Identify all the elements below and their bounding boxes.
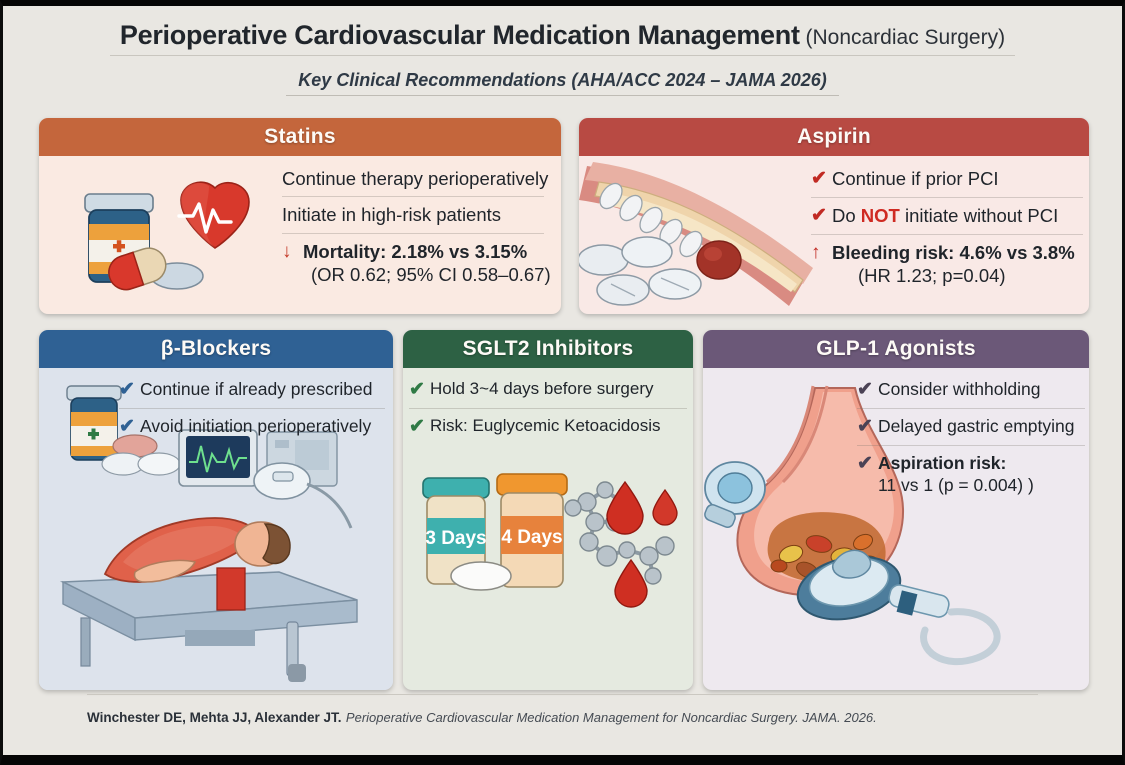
card-sglt2-title: SGLT2 Inhibitors bbox=[462, 337, 634, 360]
stomach-with-food-and-anesthesia-mask-icon bbox=[703, 368, 1089, 690]
footer-citation: Winchester DE, Mehta JJ, Alexander JT. P… bbox=[87, 694, 1038, 727]
list-item: ✔ Continue if already prescribed bbox=[119, 372, 385, 408]
card-glp1-body: ✔ Consider withholding ✔ Delayed gastric… bbox=[703, 368, 1089, 690]
card-sglt2-lines: ✔ Hold 3~4 days before surgery ✔ Risk: E… bbox=[409, 372, 687, 445]
card-glp1-lines: ✔ Consider withholding ✔ Delayed gastric… bbox=[857, 372, 1085, 502]
list-item: Initiate in high-risk patients bbox=[282, 196, 544, 232]
card-beta-blockers-lines: ✔ Continue if already prescribed ✔ Avoid… bbox=[119, 372, 385, 445]
glp1-stat-detail: 11 vs 1 (p = 0.004) ) bbox=[878, 474, 1034, 495]
statins-line-1: Continue therapy perioperatively bbox=[282, 168, 549, 189]
cards-row-bottom: β-Blockers ✔ Continue if already prescri… bbox=[39, 330, 1089, 690]
check-icon: ✔ bbox=[119, 379, 135, 400]
aspirin-line-2-post: initiate without PCI bbox=[899, 204, 1059, 226]
statins-line-2: Initiate in high-risk patients bbox=[282, 204, 502, 226]
card-statins-header: Statins bbox=[39, 118, 561, 156]
beta-line-2: Avoid initiation perioperatively bbox=[140, 415, 372, 436]
aspirin-line-1: Continue if prior PCI bbox=[832, 168, 999, 189]
page-title-main: Perioperative Cardiovascular Medication … bbox=[119, 20, 800, 50]
card-beta-blockers[interactable]: β-Blockers ✔ Continue if already prescri… bbox=[39, 330, 393, 690]
glp1-line-2: Delayed gastric emptying bbox=[878, 415, 1075, 436]
stented-artery-with-tablets-icon bbox=[579, 156, 819, 314]
poster-header: Perioperative Cardiovascular Medication … bbox=[3, 6, 1122, 96]
list-item: Continue therapy perioperatively bbox=[282, 161, 548, 196]
check-icon: ✔ bbox=[811, 168, 827, 189]
card-statins-lines: Continue therapy perioperatively Initiat… bbox=[282, 161, 551, 293]
bottle-right-label: 4 Days bbox=[501, 527, 562, 548]
up-arrow-icon: ↑ bbox=[811, 241, 821, 263]
check-icon: ✔ bbox=[857, 415, 873, 437]
check-icon: ✔ bbox=[409, 379, 425, 400]
aspirin-line-2-emphasis: NOT bbox=[860, 204, 900, 226]
list-item: ✔ Hold 3~4 days before surgery bbox=[409, 372, 687, 408]
check-icon: ✔ bbox=[857, 452, 873, 474]
aspirin-stat: Bleeding risk: 4.6% vs 3.8% bbox=[832, 241, 1075, 263]
card-sglt2-body: ✔ Hold 3~4 days before surgery ✔ Risk: E… bbox=[403, 368, 693, 690]
operating-room-patient-monitor-icon bbox=[39, 368, 393, 690]
card-statins-title: Statins bbox=[264, 125, 336, 148]
bottle-left-label: 3 Days bbox=[425, 528, 486, 549]
list-item: ✔ Risk: Euglycemic Ketoacidosis bbox=[409, 407, 687, 445]
list-item: ✔ Aspiration risk: 11 vs 1 (p = 0.004) ) bbox=[857, 444, 1085, 502]
glp1-stat: Aspiration risk: bbox=[878, 452, 1007, 473]
card-aspirin-lines: ✔ Continue if prior PCI ✔ Do NOT initiat… bbox=[811, 161, 1083, 293]
aspirin-line-2-pre: Do bbox=[832, 204, 861, 226]
card-aspirin-body: ✔ Continue if prior PCI ✔ Do NOT initiat… bbox=[579, 156, 1089, 314]
card-aspirin-title: Aspirin bbox=[797, 125, 871, 148]
card-sglt2-header: SGLT2 Inhibitors bbox=[403, 330, 693, 368]
cards-row-top: Statins bbox=[39, 118, 1089, 314]
check-icon: ✔ bbox=[857, 379, 873, 400]
card-glp1[interactable]: GLP-1 Agonists bbox=[703, 330, 1089, 690]
two-pill-bottles-molecule-blood-drops-icon: 3 Days 4 Days bbox=[409, 464, 687, 634]
page-subtitle: Key Clinical Recommendations (AHA/ACC 20… bbox=[286, 70, 839, 96]
page-title: Perioperative Cardiovascular Medication … bbox=[109, 20, 1016, 56]
list-item: ↓ Mortality: 2.18% vs 3.15% (OR 0.62; 95… bbox=[282, 232, 551, 293]
card-glp1-header: GLP-1 Agonists bbox=[703, 330, 1089, 368]
sglt2-line-1: Hold 3~4 days before surgery bbox=[430, 379, 654, 398]
card-beta-blockers-title: β-Blockers bbox=[160, 337, 272, 360]
list-item: ✔ Continue if prior PCI bbox=[811, 161, 1083, 197]
statins-stat: Mortality: 2.18% vs 3.15% bbox=[303, 240, 528, 262]
check-icon: ✔ bbox=[119, 415, 135, 437]
check-icon: ✔ bbox=[811, 204, 827, 226]
card-sglt2[interactable]: SGLT2 Inhibitors ✔ Hold 3~4 days before … bbox=[403, 330, 693, 690]
list-item: ✔ Do NOT initiate without PCI bbox=[811, 196, 1083, 234]
citation-title: Perioperative Cardiovascular Medication … bbox=[345, 710, 877, 725]
card-statins-body: Continue therapy perioperatively Initiat… bbox=[39, 156, 561, 314]
citation-authors: Winchester DE, Mehta JJ, Alexander JT. bbox=[87, 710, 342, 725]
statins-stat-detail: (OR 0.62; 95% CI 0.58–0.67) bbox=[311, 263, 551, 285]
check-icon: ✔ bbox=[409, 415, 425, 437]
aspirin-stat-detail: (HR 1.23; p=0.04) bbox=[858, 264, 1006, 286]
sglt2-line-2: Risk: Euglycemic Ketoacidosis bbox=[430, 415, 661, 435]
glp1-line-1: Consider withholding bbox=[878, 379, 1041, 399]
card-aspirin-header: Aspirin bbox=[579, 118, 1089, 156]
subtitle-wrap: Key Clinical Recommendations (AHA/ACC 20… bbox=[3, 70, 1122, 96]
page-title-qualifier: (Noncardiac Surgery) bbox=[799, 26, 1006, 49]
beta-line-1: Continue if already prescribed bbox=[140, 379, 373, 399]
list-item: ✔ Delayed gastric emptying bbox=[857, 407, 1085, 445]
list-item: ✔ Avoid initiation perioperatively bbox=[119, 407, 385, 445]
list-item: ↑ Bleeding risk: 4.6% vs 3.8% (HR 1.23; … bbox=[811, 233, 1083, 294]
card-statins[interactable]: Statins bbox=[39, 118, 561, 314]
card-beta-blockers-body: ✔ Continue if already prescribed ✔ Avoid… bbox=[39, 368, 393, 690]
card-glp1-title: GLP-1 Agonists bbox=[816, 337, 976, 360]
pill-bottle-heart-ecg-icon bbox=[63, 164, 268, 304]
list-item: ✔ Consider withholding bbox=[857, 372, 1085, 408]
card-aspirin[interactable]: Aspirin bbox=[579, 118, 1089, 314]
card-beta-blockers-header: β-Blockers bbox=[39, 330, 393, 368]
down-arrow-icon: ↓ bbox=[282, 240, 292, 262]
